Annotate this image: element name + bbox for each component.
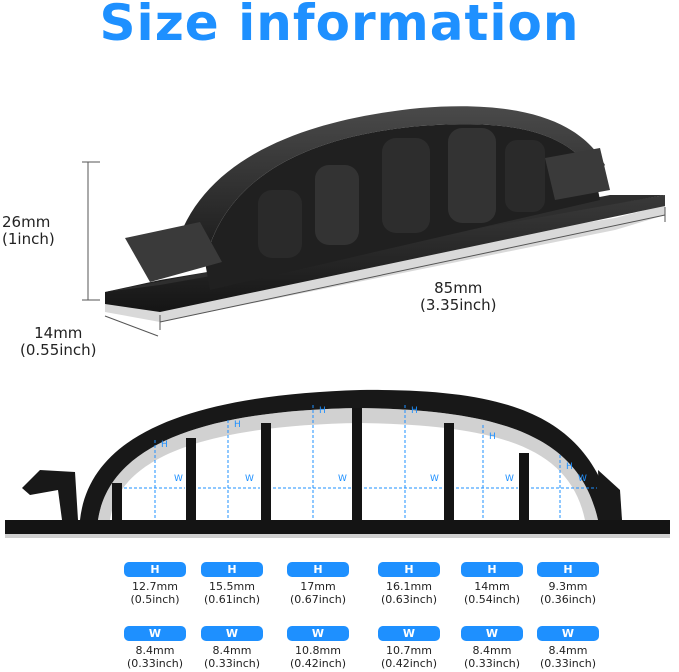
- h-mm: 16.1mm: [386, 580, 432, 593]
- dimension-lines: [82, 161, 666, 337]
- h-badge: H: [201, 562, 263, 577]
- w-inch: (0.33inch): [126, 657, 184, 670]
- h-mm: 12.7mm: [132, 580, 178, 593]
- h-inch: (0.36inch): [539, 593, 597, 606]
- h-label: H: [411, 406, 418, 416]
- width-spec-5: W 8.4mm (0.33inch): [457, 626, 527, 670]
- width-spec-4: W 10.7mm (0.42inch): [374, 626, 444, 670]
- w-mm: 8.4mm: [135, 644, 175, 657]
- height-spec-6: H 9.3mm (0.36inch): [533, 562, 603, 606]
- w-badge: W: [378, 626, 440, 641]
- w-label: W: [505, 474, 514, 484]
- w-mm: 10.8mm: [295, 644, 341, 657]
- w-mm: 8.4mm: [548, 644, 588, 657]
- depth-inch: (0.55inch): [20, 341, 97, 359]
- w-badge: W: [124, 626, 186, 641]
- w-label: W: [578, 474, 587, 484]
- height-spec-3: H 17mm (0.67inch): [283, 562, 353, 606]
- w-label: W: [174, 474, 183, 484]
- height-spec-1: H 12.7mm (0.5inch): [120, 562, 190, 606]
- w-badge: W: [287, 626, 349, 641]
- depth-dimension: 14mm (0.55inch): [20, 325, 97, 359]
- w-badge: W: [537, 626, 599, 641]
- w-badge: W: [201, 626, 263, 641]
- h-label: H: [566, 462, 573, 472]
- h-badge: H: [124, 562, 186, 577]
- w-label: W: [338, 474, 347, 484]
- height-spec-4: H 16.1mm (0.63inch): [374, 562, 444, 606]
- length-dimension: 85mm (3.35inch): [420, 280, 497, 314]
- h-label: H: [489, 432, 496, 442]
- h-inch: (0.61inch): [203, 593, 261, 606]
- h-inch: (0.63inch): [380, 593, 438, 606]
- h-inch: (0.5inch): [130, 593, 180, 606]
- width-spec-3: W 10.8mm (0.42inch): [283, 626, 353, 670]
- h-badge: H: [461, 562, 523, 577]
- h-badge: H: [287, 562, 349, 577]
- depth-mm: 14mm: [34, 324, 83, 342]
- measurement-arrows: [124, 405, 597, 520]
- length-inch: (3.35inch): [420, 296, 497, 314]
- height-dimension: 26mm (1inch): [2, 214, 55, 248]
- h-label: H: [234, 420, 241, 430]
- width-spec-2: W 8.4mm (0.33inch): [197, 626, 267, 670]
- h-mm: 14mm: [474, 580, 510, 593]
- w-inch: (0.33inch): [203, 657, 261, 670]
- w-label: W: [245, 474, 254, 484]
- h-badge: H: [378, 562, 440, 577]
- cross-section-diagram: [5, 389, 670, 538]
- height-mm: 26mm: [2, 213, 51, 231]
- w-mm: 8.4mm: [212, 644, 252, 657]
- w-mm: 10.7mm: [386, 644, 432, 657]
- w-inch: (0.33inch): [463, 657, 521, 670]
- h-label: H: [319, 406, 326, 416]
- h-badge: H: [537, 562, 599, 577]
- w-inch: (0.33inch): [539, 657, 597, 670]
- height-spec-5: H 14mm (0.54inch): [457, 562, 527, 606]
- w-label: W: [430, 474, 439, 484]
- clip-3d-model: [105, 106, 665, 322]
- page-title: Size information: [99, 0, 580, 52]
- h-mm: 15.5mm: [209, 580, 255, 593]
- w-badge: W: [461, 626, 523, 641]
- length-mm: 85mm: [434, 279, 483, 297]
- height-spec-2: H 15.5mm (0.61inch): [197, 562, 267, 606]
- h-mm: 17mm: [300, 580, 336, 593]
- h-mm: 9.3mm: [548, 580, 588, 593]
- height-inch: (1inch): [2, 230, 55, 248]
- w-mm: 8.4mm: [472, 644, 512, 657]
- w-inch: (0.42inch): [289, 657, 347, 670]
- width-spec-6: W 8.4mm (0.33inch): [533, 626, 603, 670]
- h-inch: (0.54inch): [463, 593, 521, 606]
- h-label: H: [161, 440, 168, 450]
- width-spec-1: W 8.4mm (0.33inch): [120, 626, 190, 670]
- h-inch: (0.67inch): [289, 593, 347, 606]
- w-inch: (0.42inch): [380, 657, 438, 670]
